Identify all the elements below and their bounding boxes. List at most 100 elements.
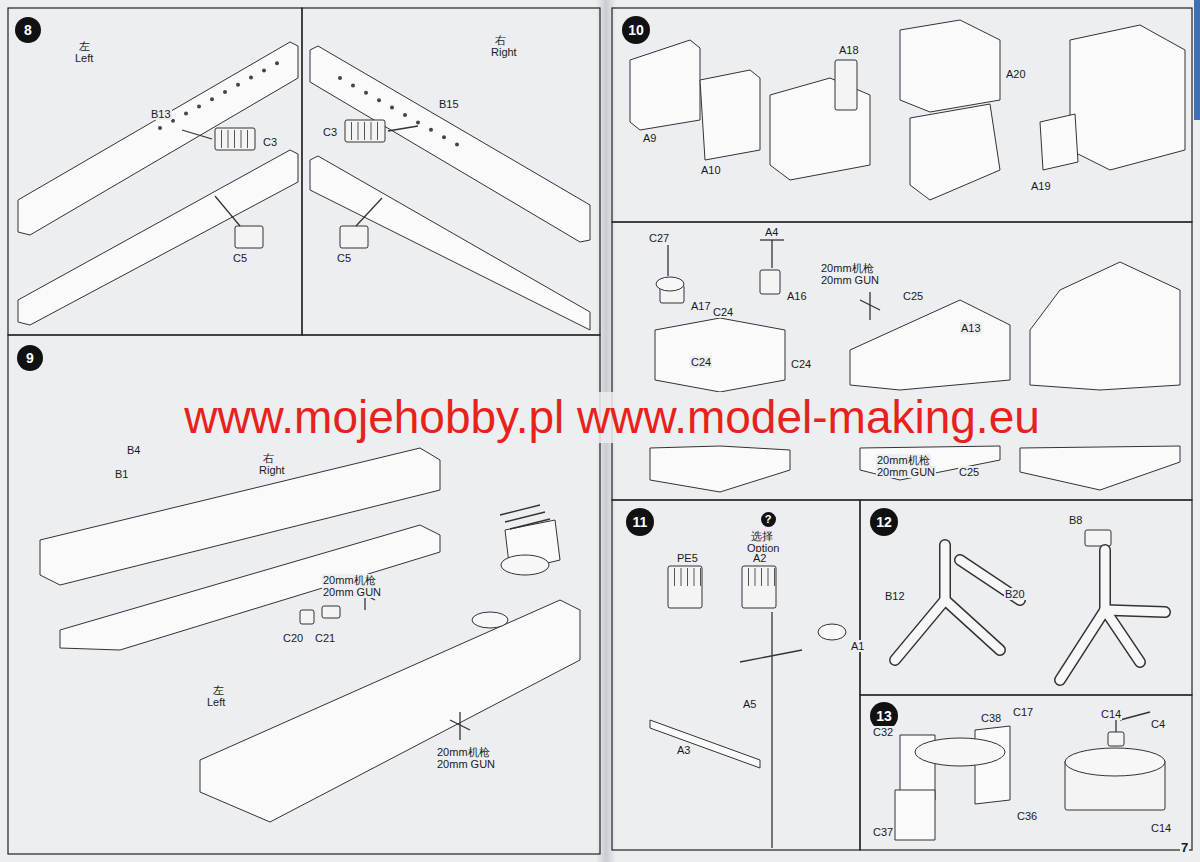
- detail-line: [388, 126, 418, 131]
- step-panel: [612, 500, 860, 850]
- detail-line: [771, 240, 772, 268]
- part-label: A5: [742, 698, 757, 710]
- part-drawing: [501, 555, 549, 575]
- part-label: C5: [232, 252, 248, 264]
- detail-dot: [455, 143, 459, 147]
- part-drawing: [300, 610, 314, 624]
- part-drawing: [215, 128, 255, 150]
- part-drawing: [310, 156, 590, 330]
- detail-dot: [338, 76, 342, 80]
- grate-hatch: [768, 568, 769, 586]
- part-drawing: [650, 446, 790, 492]
- part-label: B20: [1004, 588, 1026, 600]
- detail-line: [356, 198, 382, 226]
- part-label: B15: [438, 98, 460, 110]
- grate-hatch: [234, 130, 235, 148]
- detail-dot: [197, 104, 201, 108]
- part-label: C24: [790, 358, 812, 370]
- part-drawing: [900, 20, 1000, 112]
- grate-hatch: [351, 122, 352, 140]
- step-number-text: 9: [26, 350, 34, 366]
- detail-line: [771, 612, 772, 848]
- part-label: A4: [764, 226, 779, 238]
- step-number: 11: [626, 508, 654, 536]
- part-drawing: [1085, 530, 1111, 546]
- step-number: 12: [870, 508, 898, 536]
- grate-hatch: [700, 568, 701, 586]
- detail-dot: [262, 68, 266, 72]
- part-drawing: [668, 566, 702, 608]
- detail-dot: [158, 126, 162, 130]
- detail-line: [1115, 720, 1116, 732]
- step-panel: [302, 8, 600, 335]
- part-label: A19: [1030, 180, 1052, 192]
- part-drawing: [656, 277, 684, 291]
- part-drawing: [850, 300, 1010, 390]
- step-number: 10: [622, 16, 650, 44]
- tripod-leg: [1060, 610, 1105, 680]
- part-label: 左: [212, 684, 225, 696]
- part-drawing: [340, 226, 368, 248]
- part-label: 右: [262, 452, 275, 464]
- tripod-leg: [1101, 550, 1110, 610]
- tripod-leg: [895, 600, 945, 660]
- option-marker: ?: [761, 512, 776, 527]
- detail-dot: [223, 90, 227, 94]
- tripod-leg: [1105, 610, 1140, 662]
- detail-dot: [184, 112, 188, 116]
- part-label: B13: [150, 108, 172, 120]
- grate-hatch: [774, 568, 775, 586]
- grate-hatch: [694, 568, 695, 586]
- part-label: 20mm GUN: [876, 466, 936, 478]
- part-label: A13: [960, 322, 982, 334]
- tripod-leg: [1105, 610, 1165, 612]
- part-label: Right: [490, 46, 518, 58]
- part-label: C17: [1012, 706, 1034, 718]
- grate-hatch: [221, 130, 222, 148]
- part-label: C27: [648, 232, 670, 244]
- step-number: 8: [15, 17, 41, 43]
- step-panel: [860, 695, 1192, 850]
- part-drawing: [910, 104, 1000, 200]
- part-label: PE5: [676, 552, 699, 564]
- tripod-leg: [1099, 550, 1111, 610]
- grate-hatch: [228, 130, 229, 148]
- part-label: 20mm机枪: [322, 574, 377, 586]
- detail-line: [1120, 712, 1150, 720]
- part-drawing: [860, 446, 1000, 480]
- part-label: A2: [752, 552, 767, 564]
- step-number-text: ?: [765, 513, 772, 525]
- tripod-leg: [1060, 610, 1105, 680]
- part-drawing: [1108, 732, 1124, 746]
- grate-hatch: [681, 568, 682, 586]
- page-number: 7: [1180, 842, 1189, 854]
- grate-hatch: [241, 130, 242, 148]
- part-drawing: [60, 525, 440, 650]
- part-drawing: [1030, 262, 1180, 390]
- part-label: A16: [786, 290, 808, 302]
- detail-line: [215, 196, 240, 226]
- part-drawing: [322, 606, 340, 618]
- part-label: C24: [712, 306, 734, 318]
- grate-hatch: [674, 568, 675, 586]
- grate-hatch: [371, 122, 372, 140]
- part-drawing: [1065, 748, 1165, 776]
- part-label: 20mm机枪: [436, 746, 491, 758]
- detail-dot: [236, 83, 240, 87]
- grate-hatch: [748, 568, 749, 586]
- part-label: C20: [282, 632, 304, 644]
- tripod-leg: [945, 600, 1000, 650]
- grate-hatch: [247, 130, 248, 148]
- part-drawing: [200, 600, 580, 822]
- part-drawing: [895, 790, 935, 840]
- part-label: C3: [262, 136, 278, 148]
- part-label: C36: [1016, 810, 1038, 822]
- part-label: Left: [74, 52, 94, 64]
- part-label: 选择: [750, 530, 774, 542]
- background-edge: [1194, 0, 1200, 120]
- part-label: A1: [850, 640, 865, 652]
- part-label: B4: [126, 444, 141, 456]
- part-label: C25: [902, 290, 924, 302]
- part-label: 右: [494, 34, 507, 46]
- part-label: C3: [322, 126, 338, 138]
